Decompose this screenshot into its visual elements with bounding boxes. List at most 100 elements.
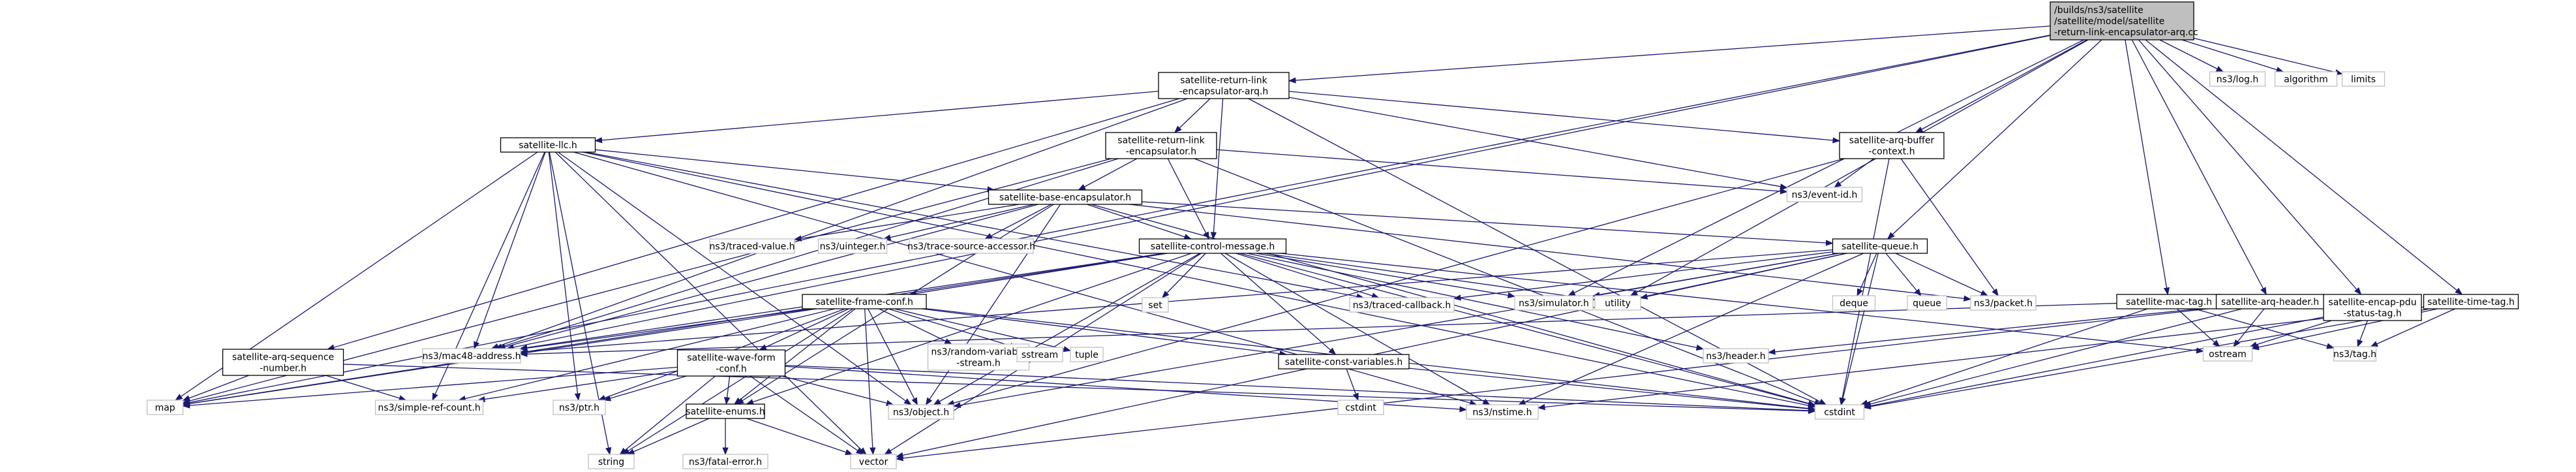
node-label-line: /builds/ns3/satellite [2054, 5, 2144, 16]
node-header: ns3/header.h [1703, 348, 1769, 364]
node-box [850, 454, 897, 469]
edge-arq_seq_h-to-simple_ref [325, 375, 407, 401]
node-root[interactable]: /builds/ns3/satellite/satellite/model/sa… [2050, 1, 2198, 40]
edge-ctrl_msg_h-to-set [1161, 253, 1206, 298]
node-base-enc-h[interactable]: satellite-base-encapsulator.h [988, 189, 1143, 205]
edge-ctrl_msg_h-to-enums_h [746, 253, 1192, 405]
node-box [988, 189, 1143, 205]
edge-frame_conf_h-to-string [622, 308, 853, 455]
node-box [1786, 187, 1863, 202]
node-rle-arq-h[interactable]: satellite-return-link-encapsulator-arq.h [1158, 72, 1290, 99]
node-box [1594, 295, 1641, 311]
node-time-tag-h[interactable]: satellite-time-tag.h [2423, 294, 2519, 309]
edge-frame_conf_h-to-sstream [888, 308, 1018, 349]
edge-rle_arq_h-to-rle_h [1174, 98, 1211, 133]
edge-queue_h-to-object [952, 253, 1839, 409]
node-llc-h[interactable]: satellite-llc.h [500, 137, 596, 153]
node-vector: vector [850, 454, 897, 469]
node-deque: deque [1832, 295, 1876, 311]
edge-time_tag_h-to-tag [2370, 308, 2455, 347]
node-label-line: /satellite/model/satellite [2054, 16, 2164, 27]
node-box [676, 349, 786, 377]
node-queue-h[interactable]: satellite-queue.h [1832, 238, 1928, 254]
node-label-line: satellite-control-message.h [1151, 242, 1275, 252]
node-label-line: ns3/log.h [2217, 74, 2258, 85]
edge-frame_conf_h-to-enums_h [734, 308, 856, 405]
node-label-line: utility [1605, 298, 1631, 309]
node-wave-form-h[interactable]: satellite-wave-form-conf.h [676, 349, 786, 377]
node-box [1142, 297, 1169, 313]
node-arq-header-h[interactable]: satellite-arq-header.h [2215, 294, 2325, 309]
node-label-line: -stream.h [956, 358, 1000, 369]
edge-root-to-utility [1629, 39, 2089, 296]
node-box [909, 238, 1034, 254]
edge-root-to-time_tag_h [2145, 39, 2463, 295]
edge-arq_header_h-to-cstdint [1863, 308, 2243, 407]
edge-queue_h-to-deque [1856, 253, 1877, 297]
node-enums-h[interactable]: satellite-enums.h [686, 403, 765, 419]
node-label-line: satellite-encap-pdu [2328, 298, 2416, 308]
node-mac-tag-h[interactable]: satellite-mac-tag.h [2116, 294, 2222, 309]
edge-arqbuf_h-to-object [946, 158, 1845, 406]
edge-frame_conf_h-to-wave_form_h [759, 308, 849, 351]
edge-queue_h-to-traced_cb [1453, 251, 1833, 301]
edge-wave_form_h-to-vector [750, 375, 864, 455]
edge-rle_arq_h-to-mac48 [491, 98, 1188, 349]
edge-ctrl_msg_h-to-object [933, 253, 1200, 405]
edge-root-to-arq_header_h [2131, 39, 2267, 296]
node-arqbuf-h[interactable]: satellite-arq-buffer-context.h [1839, 132, 1945, 159]
node-label-line: satellite-arq-header.h [2221, 297, 2319, 307]
node-encap-pdu-h[interactable]: satellite-encap-pdu-status-tag.h [2323, 294, 2422, 321]
node-box [2202, 346, 2253, 362]
node-label-line: limits [2351, 74, 2376, 85]
node-box [2274, 71, 2338, 87]
edge-wave_form_h-to-object [781, 375, 894, 406]
edge-arq_seq_h-to-cstdint [343, 364, 1816, 415]
node-label-line: string [598, 457, 624, 467]
node-arq-seq-h[interactable]: satellite-arq-sequence-number.h [222, 349, 344, 376]
edge-encap_pdu_h-to-ostream [2249, 320, 2332, 348]
node-traced-cb: ns3/traced-callback.h [1349, 297, 1455, 313]
edge-queue_h-to-mac48 [519, 249, 1833, 355]
node-label-line: satellite-llc.h [519, 140, 577, 151]
node-label-line: ns3/packet.h [1974, 298, 2033, 309]
node-box [1158, 72, 1290, 99]
node-rle-h[interactable]: satellite-return-link-encapsulator.h [1105, 132, 1217, 159]
node-frame-conf-h[interactable]: satellite-frame-conf.h [802, 294, 927, 309]
node-label-line: cstdint [1345, 403, 1376, 413]
node-const-vars-h[interactable]: satellite-const-variables.h [1278, 354, 1410, 370]
node-box [146, 400, 184, 415]
edge-rle_h-to-ctrl_msg_h [1167, 158, 1209, 240]
edge-frame_conf_h-to-object [868, 308, 918, 406]
edge-root-to-encap_pdu_h [2138, 39, 2362, 295]
node-box [2209, 71, 2266, 87]
node-fatal-err: ns3/fatal-error.h [682, 454, 768, 469]
node-label-line: satellite-wave-form [687, 353, 775, 364]
node-box [682, 454, 768, 469]
edge-base_enc_h-to-packet [1129, 204, 1972, 302]
edge-arqbuf_h-to-packet [1900, 158, 1999, 296]
node-map: map [146, 400, 184, 415]
node-traced-value: ns3/traced-value.h [709, 238, 795, 254]
edge-arq_seq_h-to-map [182, 375, 249, 401]
node-box [2333, 346, 2377, 362]
edge-ctrl_msg_h-to-const_vars_h [1220, 253, 1337, 355]
node-label-line: satellite-enums.h [686, 407, 765, 417]
edge-base_enc_h-to-trace_src [984, 204, 1052, 240]
node-box [1514, 295, 1594, 311]
edge-frame_conf_h-to-tuple [894, 308, 1072, 353]
node-ctrl-msg-h[interactable]: satellite-control-message.h [1138, 238, 1287, 254]
edge-root-to-limits [2193, 37, 2343, 76]
node-label-line: queue [1913, 298, 1941, 309]
edge-wave_form_h-to-cstdint [785, 364, 1816, 414]
node-label-line: satellite-arq-sequence [232, 353, 334, 363]
node-simple-ref: ns3/simple-ref-count.h [374, 400, 484, 415]
node-packet: ns3/packet.h [1970, 295, 2037, 311]
edge-rle_arq_h-to-arq_seq_h [326, 98, 1180, 351]
node-cstdint: cstdint [1814, 404, 1865, 420]
node-label-line: satellite-arq-buffer [1849, 136, 1935, 146]
node-box [1278, 354, 1410, 370]
edge-base_enc_h-to-ctrl_msg_h [1086, 204, 1192, 240]
node-object: ns3/object.h [888, 404, 954, 420]
node-trace-src: ns3/trace-source-accessor.h [907, 238, 1035, 254]
